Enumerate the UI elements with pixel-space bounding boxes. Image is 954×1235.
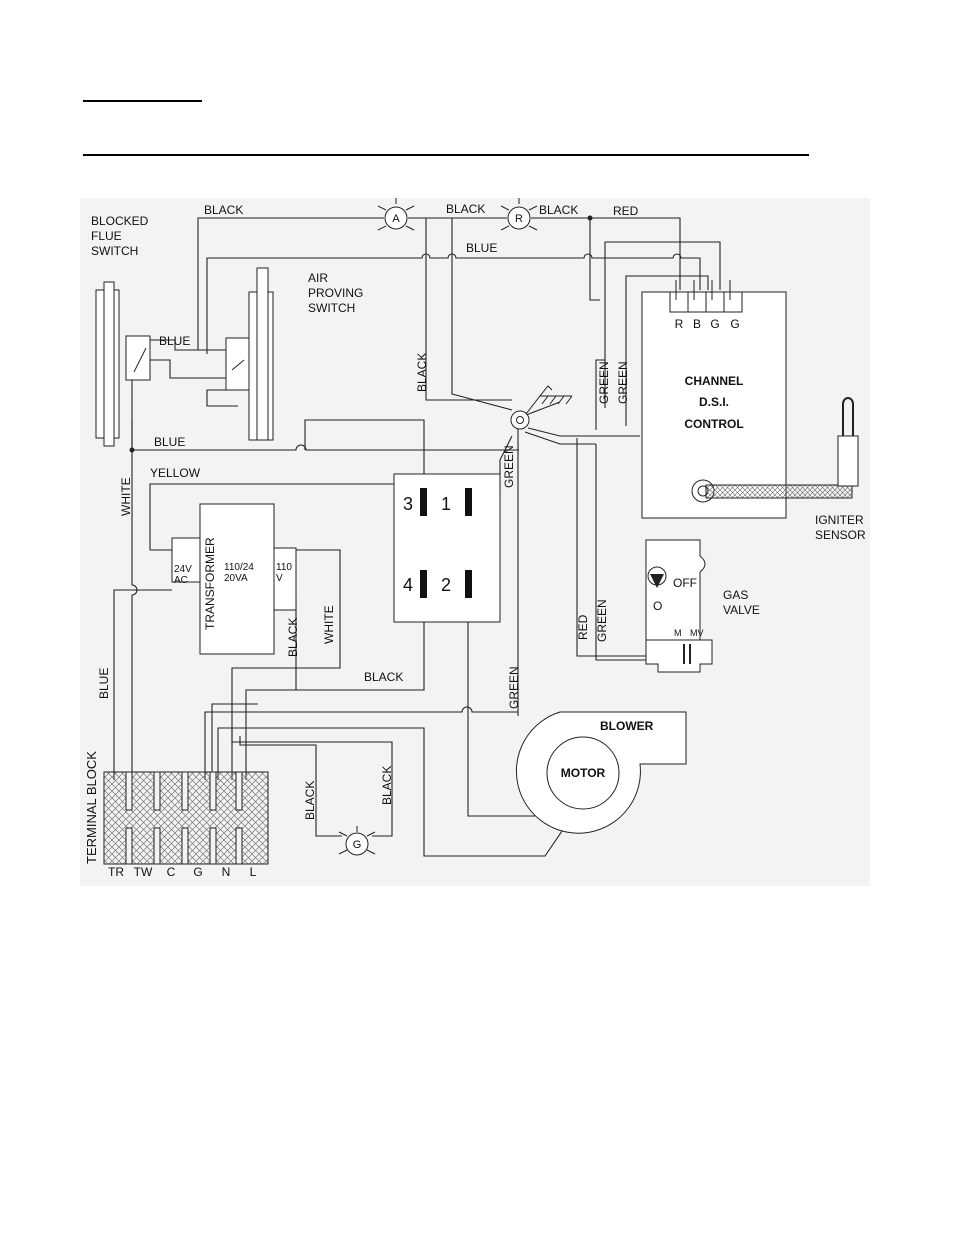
ground-symbol xyxy=(510,385,573,430)
wire-label-black-vertical: BLACK xyxy=(415,353,429,392)
wire-label-yellow: YELLOW xyxy=(150,466,201,480)
terminal-l-label: L xyxy=(250,865,257,879)
wire-label-black-top-mid: BLACK xyxy=(446,202,485,216)
gas-valve-mv-label: MV xyxy=(690,628,704,638)
blower: BLOWER MOTOR xyxy=(515,711,687,834)
wire-label-green-valve: GREEN xyxy=(595,599,609,642)
wire-label-blue-top: BLUE xyxy=(466,241,497,255)
air-proving-switch: AIR PROVING SWITCH xyxy=(225,267,363,441)
wire-label-green-relay: GREEN xyxy=(502,445,516,488)
gas-valve: OFF O M MV GAS VALVE xyxy=(645,539,760,673)
gas-valve-m-label: M xyxy=(674,628,682,638)
relay-terminal-1: 1 xyxy=(441,494,451,514)
relay-terminal-2: 2 xyxy=(441,575,451,595)
dsi-control-label-1: CHANNEL xyxy=(685,374,744,388)
lamp-r-label: R xyxy=(515,213,523,225)
junction-dot xyxy=(587,215,593,221)
transformer-v-label: V xyxy=(276,573,283,584)
wire-label-blue-switch: BLUE xyxy=(159,334,190,348)
terminal-n-label: N xyxy=(222,865,231,879)
motor-label: MOTOR xyxy=(561,766,606,780)
wire-label-white-transformer: WHITE xyxy=(322,605,336,644)
igniter-sensor-label-1: IGNITER xyxy=(815,513,864,527)
lamp-g-label: G xyxy=(353,839,362,851)
blocked-flue-switch-label-3: SWITCH xyxy=(91,244,138,258)
wire-label-black-lamp-left: BLACK xyxy=(303,781,317,820)
lamp-r: R xyxy=(500,198,538,231)
wire-label-green-blower: GREEN xyxy=(507,666,521,709)
transformer-ac-label: AC xyxy=(174,575,188,586)
junction-dot xyxy=(129,447,135,453)
wire-label-black-top-left: BLACK xyxy=(204,203,243,217)
wire-label-black-lamp-right: BLACK xyxy=(380,766,394,805)
gas-valve-label-1: GAS xyxy=(723,588,748,602)
wires xyxy=(113,217,721,857)
wire-label-red-valve: RED xyxy=(576,614,590,640)
blower-label: BLOWER xyxy=(600,719,654,733)
air-proving-switch-label-3: SWITCH xyxy=(308,301,355,315)
terminal-tw-label: TW xyxy=(134,865,153,879)
wire-label-blue-left: BLUE xyxy=(97,668,111,699)
gas-valve-off-label: OFF xyxy=(673,576,697,590)
lamp-g: G xyxy=(338,826,376,856)
igniter-sensor-label-2: SENSOR xyxy=(815,528,866,542)
air-proving-switch-label-1: AIR xyxy=(308,271,328,285)
terminal-g-label: G xyxy=(193,865,202,879)
lamp-a-label: A xyxy=(392,213,400,225)
gas-valve-label-2: VALVE xyxy=(723,603,760,617)
transformer: 24V AC 110/24 20VA 110 V TRANSFORMER xyxy=(171,503,297,655)
terminal-c-label: C xyxy=(167,865,176,879)
wire-label-black-relay4: BLACK xyxy=(364,670,403,684)
gas-valve-on-label: O xyxy=(653,599,662,613)
blocked-flue-switch-label-1: BLOCKED xyxy=(91,214,149,228)
blocked-flue-switch: BLOCKED FLUE SWITCH xyxy=(91,214,151,447)
transformer-24v-label: 24V xyxy=(174,564,192,575)
dsi-terminal-g1: G xyxy=(710,317,719,331)
terminal-tr-label: TR xyxy=(108,865,124,879)
dsi-control-label-3: CONTROL xyxy=(684,417,743,431)
transformer-rating-label-2: 20VA xyxy=(224,573,248,584)
wire-label-red-top: RED xyxy=(613,204,639,218)
dsi-terminal-g2: G xyxy=(730,317,739,331)
transformer-110-label: 110 xyxy=(276,562,292,573)
air-proving-switch-label-2: PROVING xyxy=(308,286,363,300)
lamp-a: A xyxy=(377,198,415,231)
header-short-rule xyxy=(83,100,202,102)
wire-label-blue-middle: BLUE xyxy=(154,435,185,449)
wire-label-white-left: WHITE xyxy=(119,477,133,516)
dsi-terminal-b: B xyxy=(693,317,701,331)
relay-block: 3 1 4 2 xyxy=(393,473,501,623)
terminal-block-label: TERMINAL BLOCK xyxy=(84,751,99,864)
transformer-rating-label-1: 110/24 xyxy=(224,562,254,573)
wire-label-black-transformer: BLACK xyxy=(286,618,300,657)
relay-terminal-3: 3 xyxy=(403,494,413,514)
blocked-flue-switch-label-2: FLUE xyxy=(91,229,122,243)
dsi-control: R B G G CHANNEL D.S.I. CONTROL xyxy=(641,280,787,519)
header-long-rule xyxy=(83,154,809,156)
relay-terminal-4: 4 xyxy=(403,575,413,595)
dsi-terminal-r: R xyxy=(675,317,684,331)
wire-label-green-dsi-2: GREEN xyxy=(616,361,630,404)
transformer-label: TRANSFORMER xyxy=(203,537,217,630)
wire-label-black-top-right: BLACK xyxy=(539,203,578,217)
wire-label-green-dsi-1: GREEN xyxy=(597,361,611,404)
igniter-sensor: IGNITER SENSOR xyxy=(705,397,866,542)
terminal-block: TR TW C G N L TERMINAL BLOCK xyxy=(84,751,269,879)
dsi-control-label-2: D.S.I. xyxy=(699,395,729,409)
wire-labels: BLACK BLACK BLACK RED BLUE BLUE BLUE YEL… xyxy=(97,202,639,820)
